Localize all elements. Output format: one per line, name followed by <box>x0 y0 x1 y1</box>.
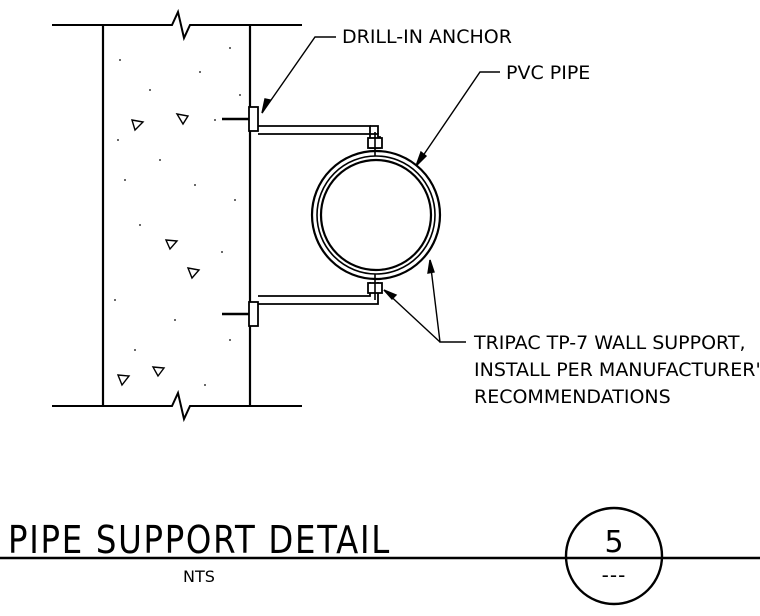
concrete-wall <box>52 8 302 423</box>
pipe-strap-outer <box>310 149 442 281</box>
anchor-callout-label: DRILL-IN ANCHOR <box>342 26 512 48</box>
detail-bubble <box>564 506 664 606</box>
support-leader-upper <box>429 259 466 343</box>
lower-bracket-assembly <box>222 274 383 327</box>
detail-scale: NTS <box>183 567 215 586</box>
anchor-leader <box>261 36 336 114</box>
upper-anchor-plate <box>248 106 259 132</box>
pipe-callout-label: PVC PIPE <box>506 62 590 84</box>
callout-leaders <box>261 36 500 343</box>
wall-bottom-break-line <box>52 389 302 423</box>
pvc-pipe <box>310 149 442 281</box>
upper-bracket-assembly <box>222 106 383 156</box>
pipe-wall-outer <box>316 155 436 275</box>
support-callout-line-3: RECOMMENDATIONS <box>474 386 671 408</box>
lower-anchor-plate <box>248 301 259 327</box>
upper-arm-bend <box>370 125 379 134</box>
sheet-reference: --- <box>602 563 627 587</box>
pipe-leader <box>415 71 500 167</box>
support-leader-lower <box>383 289 441 343</box>
title-block: PIPE SUPPORT DETAIL NTS 5 --- <box>0 506 760 606</box>
lower-wall-support-arm <box>258 282 379 305</box>
detail-number: 5 <box>604 525 623 560</box>
upper-wall-support-arm <box>258 125 381 149</box>
concrete-aggregate <box>116 113 201 387</box>
concrete-stipple <box>114 47 241 386</box>
detail-title: PIPE SUPPORT DETAIL <box>8 518 391 562</box>
support-callout-line-2: INSTALL PER MANUFACTURER'S <box>474 359 760 381</box>
support-callout-line-1: TRIPAC TP-7 WALL SUPPORT, <box>473 332 746 354</box>
pipe-wall-inner <box>319 158 433 272</box>
wall-top-break-line <box>52 8 302 42</box>
